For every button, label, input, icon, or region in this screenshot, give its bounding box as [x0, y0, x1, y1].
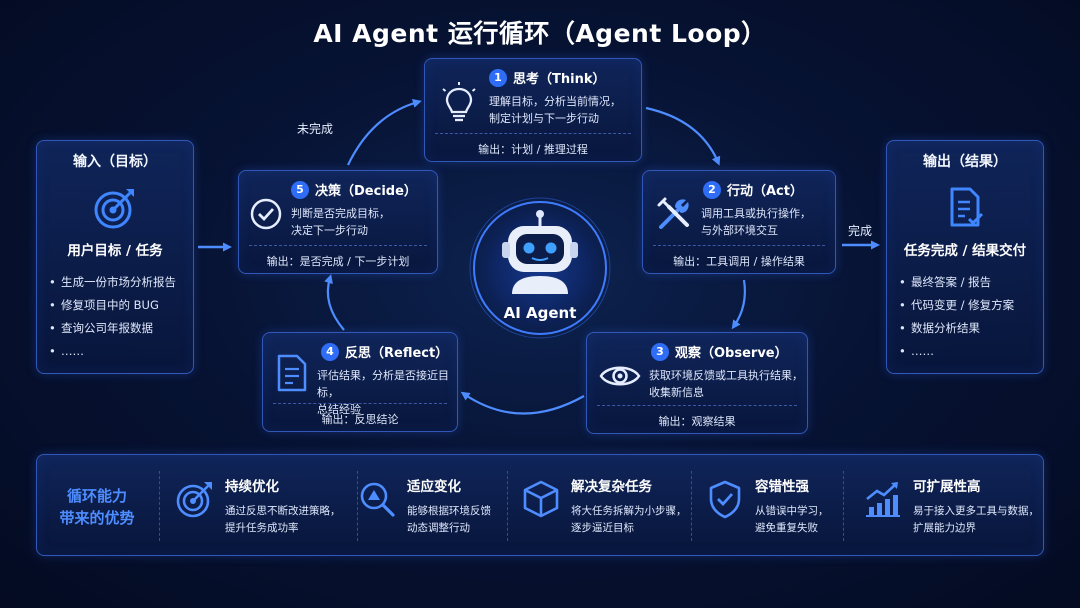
step-reflect-card: 4 反思（Reflect） 评估结果，分析是否接近目标， 总结经验 输出：反思结… [262, 332, 458, 432]
list-item: 修复项目中的 BUG [49, 294, 181, 317]
arrow-think-to-act [645, 106, 721, 166]
step-output: 输出：计划 / 推理过程 [478, 143, 588, 156]
step-title: 观察（Observe） [675, 346, 788, 361]
edge-label-complete: 完成 [848, 224, 873, 238]
output-list: 最终答案 / 报告 代码变更 / 修复方案 数据分析结果 …… [899, 271, 1031, 363]
advantage-item: 容错性强 从错误中学习， 避免重复失败 [705, 471, 845, 541]
step-number: 5 [291, 180, 309, 199]
list-item: …… [49, 340, 181, 363]
step-decide-card: 5 决策（Decide） 判断是否完成目标， 决定下一步行动 输出：是否完成 /… [238, 170, 438, 274]
arrow-observe-to-reflect [460, 391, 585, 415]
ai-agent-hub [468, 196, 612, 340]
search-icon [360, 482, 395, 517]
eye-icon [599, 366, 641, 386]
step-number: 3 [651, 342, 669, 361]
step-desc: 调用工具或执行操作， 与外部环境交互 [701, 207, 811, 237]
target-icon [176, 482, 212, 518]
step-title: 反思（Reflect） [345, 346, 449, 361]
list-item: 最终答案 / 报告 [899, 271, 1031, 294]
step-output: 输出：反思结论 [321, 413, 399, 426]
document-check-icon [950, 187, 984, 227]
step-number: 1 [489, 68, 507, 87]
document-icon [277, 354, 307, 392]
input-list: 生成一份市场分析报告 修复项目中的 BUG 查询公司年报数据 …… [49, 271, 181, 363]
tools-icon [657, 197, 689, 229]
chart-growth-icon [866, 482, 900, 517]
arrow-act-to-observe [731, 279, 746, 330]
advantage-item: 解决复杂任务 将大任务拆解为小步骤， 逐步逼近目标 [521, 471, 701, 541]
shield-check-icon [709, 480, 741, 519]
step-desc: 评估结果，分析是否接近目标， 总结经验 [317, 369, 449, 416]
list-item: …… [899, 340, 1031, 363]
list-item: 生成一份市场分析报告 [49, 271, 181, 294]
step-number: 2 [703, 180, 721, 199]
step-output: 输出：观察结果 [658, 415, 736, 428]
step-observe-card: 3 观察（Observe） 获取环境反馈或工具执行结果， 收集新信息 输出：观察… [586, 332, 808, 434]
step-act-card: 2 行动（Act） 调用工具或执行操作， 与外部环境交互 输出：工具调用 / 操… [642, 170, 836, 274]
step-title: 决策（Decide） [315, 184, 417, 199]
input-title: 输入（目标） [73, 154, 157, 170]
advantages-panel: 循环能力 带来的优势 持续优化 通过反思不断改进策略， 提升任务成功率 适应变化… [36, 454, 1044, 556]
step-title: 思考（Think） [513, 72, 606, 87]
step-output: 输出：工具调用 / 操作结果 [673, 255, 805, 268]
input-subtitle: 用户目标 / 任务 [67, 243, 163, 259]
advantages-label: 循环能力 带来的优势 [59, 487, 135, 527]
step-desc: 理解目标，分析当前情况， 制定计划与下一步行动 [489, 95, 621, 125]
arrow-reflect-to-decide [324, 274, 345, 331]
output-card: 输出（结果） 任务完成 / 结果交付 最终答案 / 报告 代码变更 / 修复方案… [886, 140, 1044, 374]
list-item: 数据分析结果 [899, 317, 1031, 340]
step-number: 4 [321, 342, 339, 361]
step-desc: 获取环境反馈或工具执行结果， 收集新信息 [649, 369, 803, 399]
step-title: 行动（Act） [727, 184, 803, 199]
list-item: 代码变更 / 修复方案 [899, 294, 1031, 317]
target-icon [94, 189, 134, 229]
advantage-item: 持续优化 通过反思不断改进策略， 提升任务成功率 [175, 471, 355, 541]
input-card: 输入（目标） 用户目标 / 任务 生成一份市场分析报告 修复项目中的 BUG 查… [36, 140, 194, 374]
list-item: 查询公司年报数据 [49, 317, 181, 340]
robot-icon [469, 197, 611, 339]
step-output: 输出：是否完成 / 下一步计划 [266, 255, 410, 268]
check-circle-icon [250, 198, 282, 230]
output-subtitle: 任务完成 / 结果交付 [903, 243, 1027, 259]
cube-icon [523, 480, 559, 518]
advantage-item: 适应变化 能够根据环境反馈 动态调整行动 [357, 471, 517, 541]
step-think-card: 1 思考（Think） 理解目标，分析当前情况， 制定计划与下一步行动 输出：计… [424, 58, 642, 162]
edge-label-incomplete: 未完成 [297, 122, 334, 136]
step-desc: 判断是否完成目标， 决定下一步行动 [291, 207, 390, 237]
arrow-decide-to-think [347, 99, 422, 166]
lightbulb-icon [442, 82, 476, 122]
advantage-item: 可扩展性高 易于接入更多工具与数据， 扩展能力边界 [863, 471, 1043, 541]
output-title: 输出（结果） [923, 154, 1007, 170]
ai-agent-label: AI Agent [503, 304, 577, 322]
page-title: AI Agent 运行循环（Agent Loop） [313, 19, 767, 48]
